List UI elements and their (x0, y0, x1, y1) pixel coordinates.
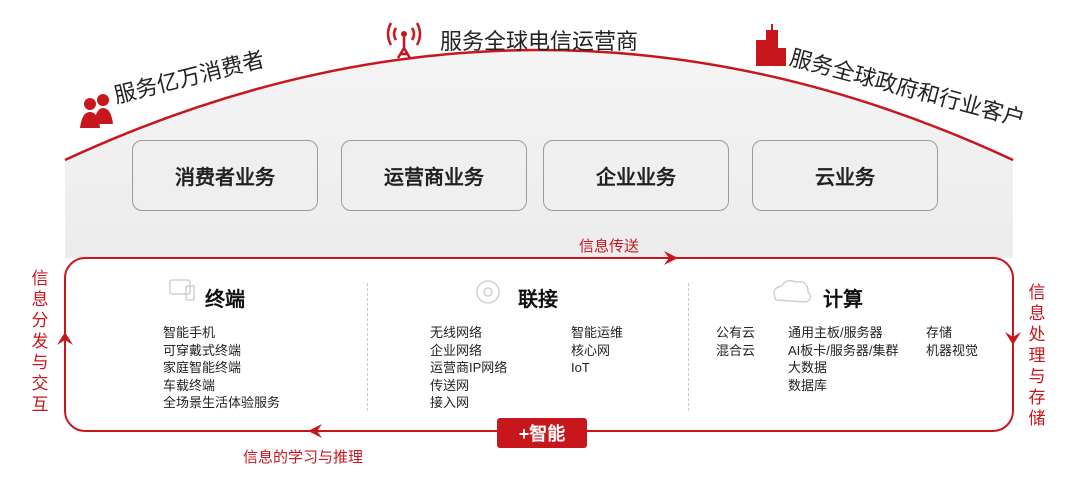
cloud-icon (773, 279, 812, 303)
connect-item-list-1: 无线网络 企业网络 运营商IP网络 传送网 接入网 (430, 324, 507, 412)
terminal-icon (169, 279, 195, 301)
list-item: 可穿戴式终端 (163, 342, 242, 358)
list-item: IoT (571, 360, 590, 375)
building-icon (756, 24, 786, 66)
terminal-title: 终端 (205, 289, 245, 311)
list-item: 智能手机 (163, 325, 216, 340)
right-vertical-label: 信 息 处 理 与 存 储 (1028, 283, 1046, 428)
connect-item-list-2: 智能运维 核心网 IoT (571, 324, 623, 377)
cloud-business-label: 云业务 (815, 167, 875, 189)
list-item: 混合云 (716, 342, 756, 358)
customer-arc (64, 48, 1014, 162)
list-item: 存储 (926, 325, 953, 340)
info-transfer-label: 信息传送 (579, 238, 640, 255)
list-item: 无线网络 (430, 325, 483, 340)
people-icon (80, 94, 113, 128)
list-item: 智能运维 (571, 325, 624, 340)
connect-title: 联接 (518, 289, 558, 311)
compute-item-list-2: 通用主板/服务器 AI板卡/服务器/集群 大数据 数据库 (788, 324, 899, 394)
list-item: 接入网 (430, 395, 470, 410)
enterprise-business-label: 企业业务 (596, 167, 676, 189)
left-vertical-label: 信 息 分 发 与 交 互 (31, 269, 49, 414)
consumer-business-label: 消费者业务 (175, 167, 275, 189)
list-item: 传送网 (430, 377, 470, 393)
enterprise-business-box: 企业业务 (543, 140, 729, 211)
compute-title: 计算 (823, 289, 863, 311)
carrier-label: 服务全球电信运营商 (440, 29, 639, 54)
list-item: 机器视觉 (926, 342, 979, 358)
list-item: 企业网络 (430, 342, 483, 358)
list-item: 运营商IP网络 (430, 360, 508, 375)
list-item: 车载终端 (163, 377, 216, 393)
antenna-icon (386, 22, 422, 59)
terminal-item-list: 智能手机 可穿戴式终端 家庭智能终端 车载终端 全场景生活体验服务 (163, 324, 280, 412)
list-item: AI板卡/服务器/集群 (788, 342, 899, 358)
arrow-learning (308, 424, 322, 438)
list-item: 公有云 (716, 325, 756, 340)
separator-1 (367, 283, 368, 411)
info-learning-label: 信息的学习与推理 (243, 449, 364, 466)
smart-badge: +智能 (497, 418, 587, 448)
list-item: 家庭智能终端 (163, 360, 242, 375)
arrow-right-down (1005, 332, 1021, 345)
list-item: 全场景生活体验服务 (163, 395, 281, 410)
list-item: 核心网 (571, 342, 611, 358)
list-item: 数据库 (788, 377, 828, 393)
arrow-transfer (664, 251, 678, 265)
list-item: 大数据 (788, 360, 828, 375)
separator-2 (688, 283, 689, 411)
carrier-business-box: 运营商业务 (341, 140, 527, 211)
list-item: 通用主板/服务器 (788, 325, 883, 340)
arrow-left-up (57, 332, 73, 345)
carrier-business-label: 运营商业务 (384, 167, 484, 189)
compute-item-list-3: 存储 机器视觉 (926, 324, 978, 359)
consumer-business-box: 消费者业务 (132, 140, 318, 211)
compute-item-list-1: 公有云 混合云 (716, 324, 755, 359)
cloud-business-box: 云业务 (752, 140, 938, 211)
connect-icon (476, 280, 500, 304)
